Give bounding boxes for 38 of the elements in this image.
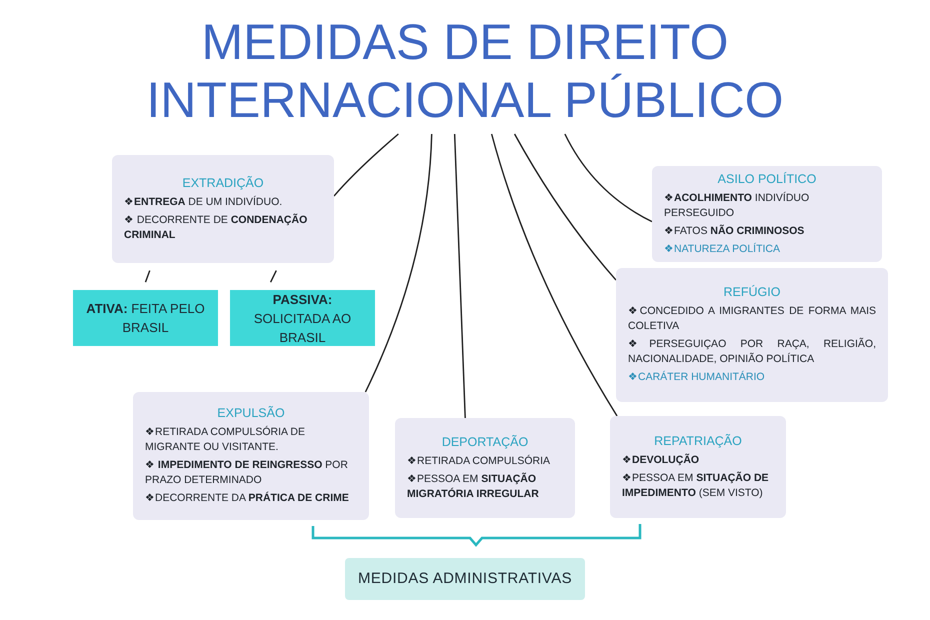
connector-line — [364, 134, 432, 392]
heading-text: EXPULSÃO — [216, 406, 286, 421]
heading-text: DEPORTAÇÃO — [440, 434, 530, 450]
bullet-text: ❖FATOS NÃO CRIMINOSOS — [664, 224, 806, 238]
connector-line — [514, 134, 617, 281]
type-box: PASSIVA: SOLICITADA AO BRASIL — [230, 290, 375, 346]
connector-line — [490, 134, 618, 416]
bullet-text: ❖DECORRENTE DA PRÁTICA DE CRIME — [145, 491, 350, 506]
bullet-text: ❖PESSOA EM SITUAÇÃO DE IMPEDIMENTO (SEM VISTO) — [622, 470, 770, 500]
bullet-text: ❖CONCEDIDO A IMIGRANTES DE FORMA MAIS COLETIVA — [628, 304, 876, 334]
note-card — [616, 268, 888, 402]
note-card — [112, 155, 334, 263]
note-card — [652, 166, 882, 262]
type-box: ATIVA: FEITA PELO BRASIL — [73, 290, 218, 346]
bullet-text: ❖ACOLHIMENTO INDIVÍDUO PERSEGUIDO — [664, 190, 810, 220]
bullet-text: ❖PESSOA EM SITUAÇÃO MIGRATÓRIA IRREGULAR — [407, 472, 540, 502]
note-card — [610, 416, 786, 518]
bullet-text: ❖DEVOLUÇÃO — [622, 452, 700, 468]
connector-line — [564, 134, 652, 222]
note-card — [395, 418, 575, 518]
connector-line — [454, 134, 466, 418]
bullet-text: ❖CARÁTER HUMANITÁRIO — [628, 370, 766, 385]
heading-text: REFÚGIO — [722, 285, 782, 300]
note-card — [133, 392, 369, 520]
bullet-text: ❖NATUREZA POLÍTICA — [664, 242, 781, 256]
connector-line — [333, 133, 399, 196]
heading-text: EXTRADIÇÃO — [181, 176, 265, 190]
connector-line — [144, 270, 150, 282]
title-text: MEDIDAS DE DIREITO INTERNACIONAL PÚBLICO — [95, 8, 835, 134]
category-banner: MEDIDAS ADMINISTRATIVAS — [345, 558, 585, 600]
connector-line — [270, 270, 277, 282]
bullet-text: ❖ DECORRENTE DE CONDENAÇÃO CRIMINAL — [124, 212, 308, 242]
bullet-text: ❖RETIRADA COMPULSÓRIA — [407, 454, 552, 468]
heading-text: ASILO POLÍTICO — [716, 172, 818, 186]
bullet-text: ❖RETIRADA COMPULSÓRIA DE MIGRANTE OU VISITANTE. — [145, 425, 306, 455]
bullet-text: ❖ENTREGA DE UM INDIVÍDUO. — [124, 194, 284, 210]
heading-text: REPATRIAÇÃO — [653, 434, 743, 448]
bullet-text: ❖ IMPEDIMENTO DE REINGRESSO POR PRAZO DETERMINADO — [145, 458, 349, 488]
